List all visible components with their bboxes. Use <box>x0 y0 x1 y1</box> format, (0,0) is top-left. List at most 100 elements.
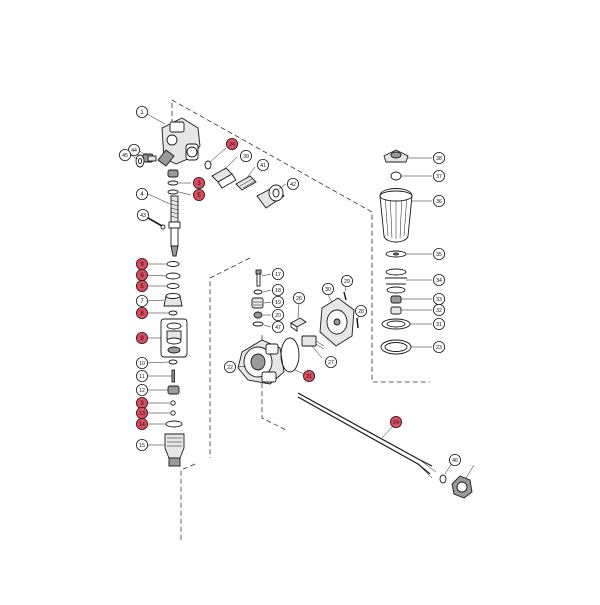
callout-20: 20 <box>271 308 284 321</box>
oring-21 <box>280 337 300 373</box>
callout-39: 39 <box>239 149 252 162</box>
callout-label: 8 <box>140 311 144 317</box>
callout-8: 8 <box>135 306 148 319</box>
callout-circle <box>271 283 284 296</box>
callout-label: 10 <box>139 361 145 367</box>
callout-label: 41 <box>260 163 266 169</box>
callout-circle <box>135 106 148 119</box>
callout-36: 36 <box>432 194 445 207</box>
callout-circle <box>286 177 299 190</box>
callout-11: 11 <box>135 369 148 382</box>
callout-1: 1 <box>135 106 148 119</box>
callout-label: 3 <box>197 181 201 187</box>
callout-label: 46 <box>452 458 458 464</box>
callout-circle <box>432 340 445 353</box>
callout-10: 10 <box>135 356 148 369</box>
callout-circle <box>354 304 367 317</box>
callout-circle <box>271 320 284 333</box>
callout-label: 1 <box>140 110 144 116</box>
callout-label: 23 <box>436 345 442 351</box>
callout-37: 37 <box>432 169 445 182</box>
callout-label: 15 <box>139 443 145 449</box>
callout-circle <box>239 149 252 162</box>
knob-46 <box>451 475 473 499</box>
callout-label: 18 <box>275 288 281 294</box>
callout-circle <box>135 331 148 344</box>
callout-9: 9 <box>135 331 148 344</box>
callout-44: 44 <box>127 143 140 156</box>
callout-32: 32 <box>432 303 445 316</box>
callout-41: 41 <box>256 158 269 171</box>
callout-label: 28 <box>358 309 364 315</box>
callout-circle <box>271 267 284 280</box>
callout-5: 5 <box>135 279 148 292</box>
callout-circle <box>135 369 148 382</box>
callout-label: 31 <box>436 322 442 328</box>
callout-24: 24 <box>225 137 238 150</box>
callout-circle <box>135 187 148 200</box>
callout-22: 22 <box>223 360 236 373</box>
callout-circle <box>127 143 140 156</box>
callout-14: 14 <box>135 417 148 430</box>
callout-3: 3 <box>192 176 205 189</box>
callout-label: 4 <box>140 192 144 198</box>
left-column-leaders <box>146 263 172 446</box>
callout-circle <box>302 369 315 382</box>
callout-circle <box>432 151 445 164</box>
callout-23: 23 <box>432 340 445 353</box>
callout-circle <box>223 360 236 373</box>
callout-19: 19 <box>271 295 284 308</box>
callout-label: 38 <box>436 156 442 162</box>
callout-circle <box>292 291 305 304</box>
callout-38: 38 <box>432 151 445 164</box>
callout-circle <box>256 158 269 171</box>
callout-circle <box>321 282 334 295</box>
callout-15: 15 <box>135 438 148 451</box>
callout-12: 12 <box>135 383 148 396</box>
callout-label: 34 <box>436 278 442 284</box>
left-column-parts <box>160 261 188 467</box>
pin-43 <box>147 217 166 230</box>
callout-label: 9 <box>140 336 144 342</box>
valve-body <box>157 117 201 167</box>
callout-circle <box>271 308 284 321</box>
callout-label: 32 <box>436 308 442 314</box>
screw-29 <box>343 291 347 301</box>
callout-label: 5 <box>197 193 201 199</box>
callout-circle <box>432 317 445 330</box>
callout-label: 39 <box>243 154 249 160</box>
connector-41 <box>235 175 257 191</box>
callout-30: 30 <box>321 282 334 295</box>
cord-23 <box>297 392 437 479</box>
callout-circle <box>135 294 148 307</box>
callout-circle <box>135 383 148 396</box>
callout-label: 17 <box>275 272 281 278</box>
callout-28: 28 <box>354 304 367 317</box>
callout-label: 13 <box>139 411 145 417</box>
screw-28 <box>356 317 359 329</box>
callout-label: 3 <box>140 401 144 407</box>
callout-label: 45 <box>122 153 128 159</box>
callout-circle <box>432 247 445 260</box>
callout-label: 24 <box>229 142 235 148</box>
callout-label: 26 <box>296 296 302 302</box>
callout-18: 18 <box>271 283 284 296</box>
assembly-outline-upper <box>171 99 430 383</box>
callout-label: 43 <box>140 213 146 219</box>
callout-label: 42 <box>290 182 296 188</box>
callout-circle <box>324 355 337 368</box>
callout-46: 46 <box>448 453 461 466</box>
nipple-39 <box>211 167 237 189</box>
callout-circle <box>432 303 445 316</box>
callout-label: 29 <box>344 279 350 285</box>
callout-label: 12 <box>139 388 145 394</box>
callout-circle <box>192 188 205 201</box>
callout-47: 47 <box>271 320 284 333</box>
callout-circle <box>448 453 461 466</box>
washer-24-upper <box>204 160 212 170</box>
callout-42: 42 <box>286 177 299 190</box>
callout-label: 14 <box>139 422 145 428</box>
callout-label: 11 <box>139 374 144 380</box>
